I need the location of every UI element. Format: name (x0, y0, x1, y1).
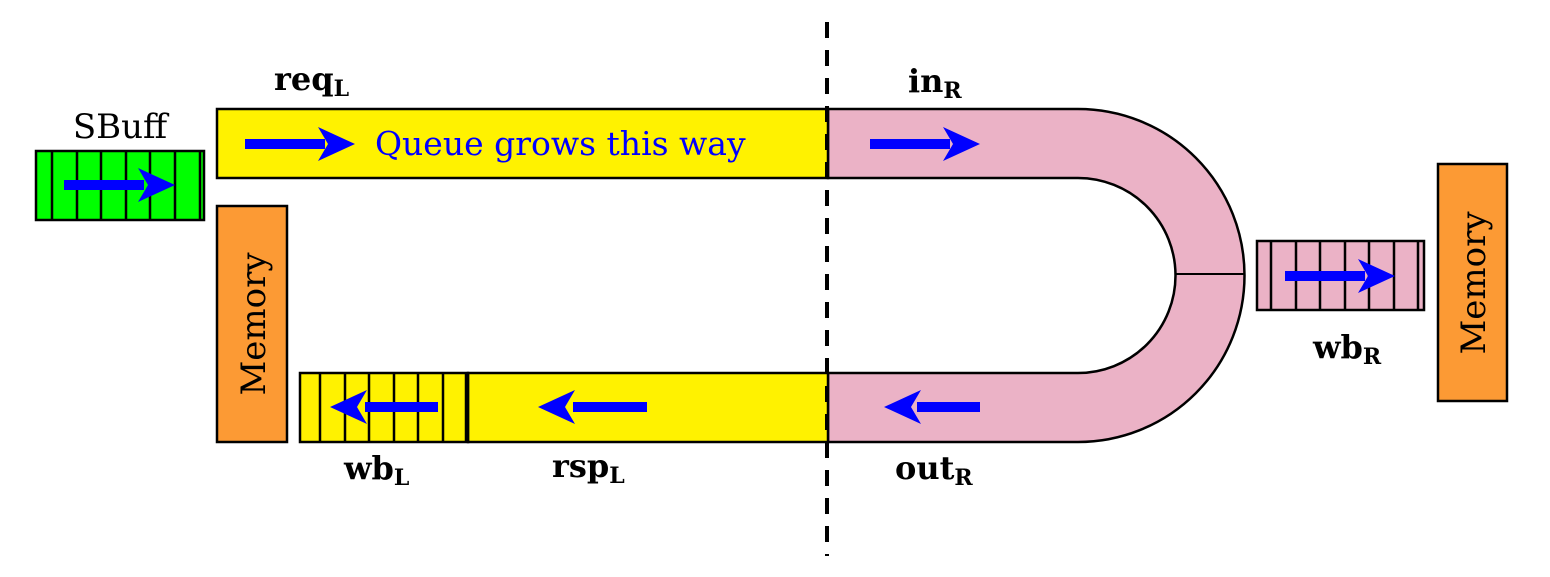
queue-growth-note: Queue grows this way (375, 124, 746, 163)
in-label: inR (908, 62, 962, 104)
arrow-right-icon (1285, 259, 1395, 293)
out-label: outR (895, 449, 973, 491)
arrow-left-icon (884, 390, 980, 424)
wb-left-label: wbL (343, 449, 409, 491)
req-label: reqL (274, 60, 349, 102)
rsp-queue (466, 371, 830, 444)
memory-left-box (215, 204, 289, 444)
wb-right-label: wbR (1312, 328, 1382, 370)
arrow-right-icon (64, 168, 175, 202)
remote-queue-u (826, 107, 1246, 444)
memory-right-box (1436, 162, 1509, 403)
memory-right-label: Memory (1454, 211, 1494, 355)
memory-left-label: Memory (234, 252, 274, 396)
arrow-left-icon (330, 390, 438, 424)
arrow-right-icon (870, 127, 980, 161)
sbuff-label: SBuff (73, 107, 170, 147)
arrow-right-icon (245, 127, 355, 161)
rsp-label: rspL (552, 447, 625, 489)
arrow-left-icon (538, 390, 647, 424)
